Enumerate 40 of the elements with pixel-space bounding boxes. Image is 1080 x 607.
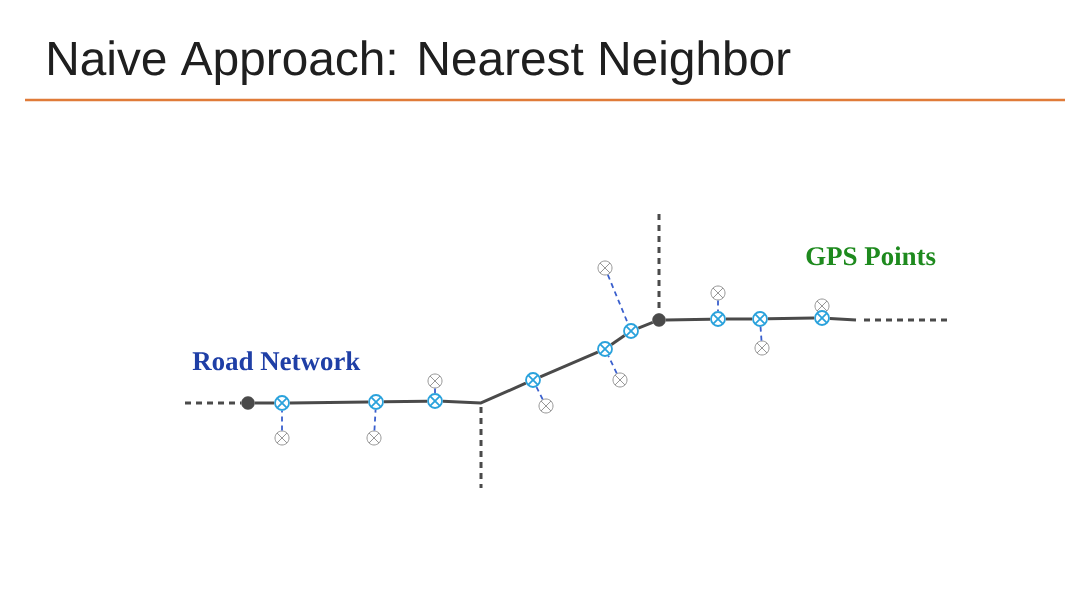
snapped-point (752, 311, 768, 327)
snapped-point (525, 372, 541, 388)
snapped-point (274, 395, 290, 411)
snapped-point (710, 311, 726, 327)
text-label: GPS Points (806, 246, 936, 266)
gps-point (710, 285, 726, 301)
road-line (539, 350, 599, 379)
gps-point (612, 372, 628, 388)
gps-point (754, 340, 770, 356)
snapped-point (814, 310, 830, 326)
road-line (829, 316, 857, 322)
gps-point (597, 260, 613, 276)
dashed-road-line (185, 401, 242, 405)
road-line (289, 400, 369, 405)
road-line (442, 381, 527, 405)
road-line (665, 317, 711, 322)
road-line (725, 317, 753, 321)
dashed-connector (373, 409, 377, 432)
road-line (383, 399, 428, 404)
gps-point (427, 373, 443, 389)
dashed-connector (607, 355, 618, 375)
snapped-point (368, 394, 384, 410)
road-line (767, 316, 815, 321)
dashed-connector (759, 326, 763, 342)
gps-point (366, 430, 382, 446)
road-line (254, 401, 275, 405)
snapped-point (623, 323, 639, 339)
dashed-connector (717, 299, 719, 312)
snapped-point (597, 341, 613, 357)
dashed-connector (535, 386, 544, 401)
gps-point (274, 430, 290, 446)
dashed-connector (281, 410, 283, 432)
slide-title: Naive Approach: Nearest Neighbor (49, 40, 791, 85)
snapped-point (427, 393, 443, 409)
text-label: Road Network (192, 351, 361, 371)
dashed-connector (434, 387, 436, 394)
road-line (610, 334, 626, 346)
gps-point (538, 398, 554, 414)
gps-point (814, 298, 830, 314)
road-line (637, 321, 654, 330)
